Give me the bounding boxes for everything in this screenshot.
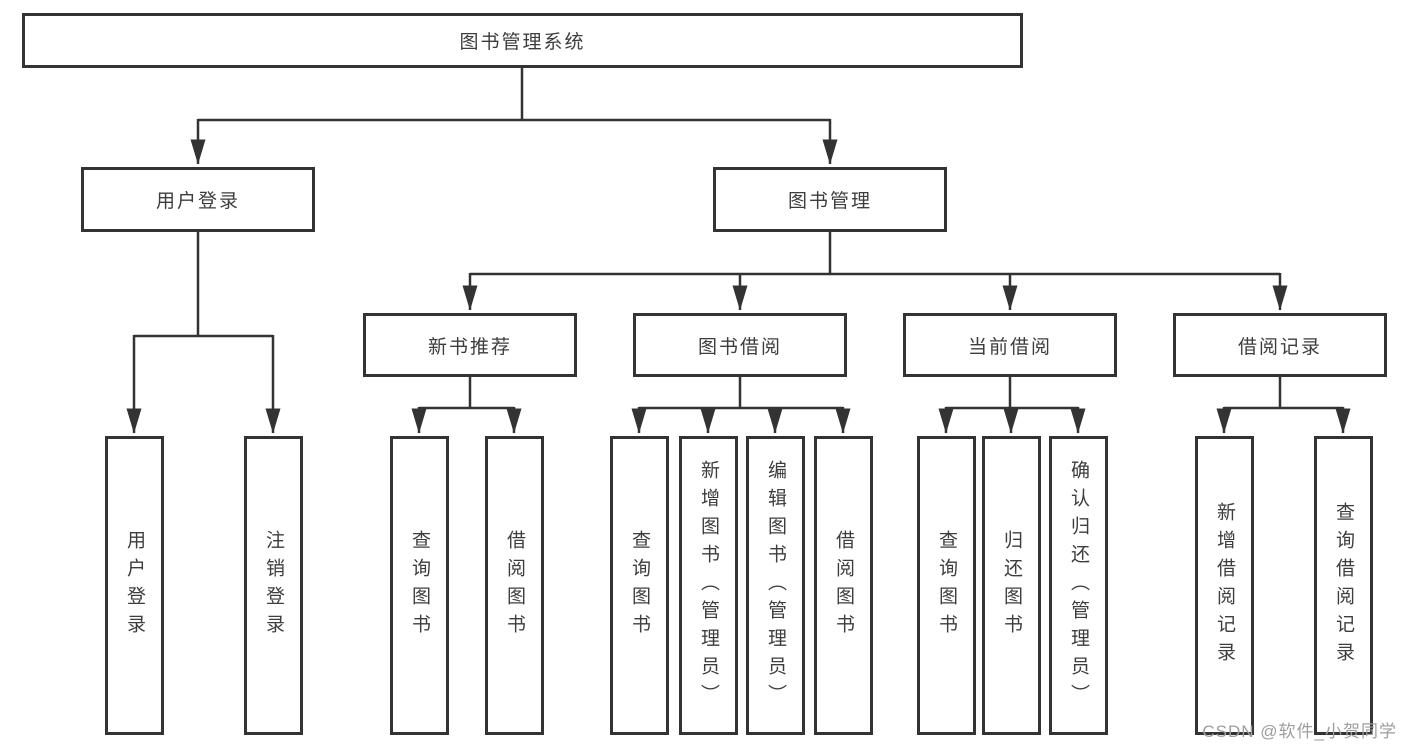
csdn-watermark: CSDN @软件_小贺同学 <box>1202 722 1397 741</box>
leaf-add-borrow-record: 新增借阅记录 <box>1195 436 1254 735</box>
leaf-return-books: 归还图书 <box>982 436 1041 735</box>
node-new-book-recommend: 新书推荐 <box>363 313 577 377</box>
node-book-management: 图书管理 <box>713 167 947 232</box>
leaf-add-books-admin: 新增图书（管理员） <box>679 436 738 735</box>
leaf-edit-books-admin: 编辑图书（管理员） <box>746 436 805 735</box>
leaf-borrow-books-recommend: 借阅图书 <box>485 436 544 735</box>
node-borrow-records: 借阅记录 <box>1173 313 1387 377</box>
leaf-query-books-current: 查询图书 <box>917 436 976 735</box>
node-user-login: 用户登录 <box>81 167 315 232</box>
node-root-library-system: 图书管理系统 <box>22 13 1023 68</box>
leaf-query-borrow-record: 查询借阅记录 <box>1314 436 1373 735</box>
leaf-logout: 注销登录 <box>244 436 303 735</box>
leaf-borrow-books: 借阅图书 <box>814 436 873 735</box>
node-book-borrow: 图书借阅 <box>633 313 847 377</box>
leaf-query-books-recommend: 查询图书 <box>390 436 449 735</box>
leaf-query-books-borrow: 查询图书 <box>610 436 669 735</box>
leaf-user-login: 用户登录 <box>105 436 164 735</box>
leaf-confirm-return-admin: 确认归还（管理员） <box>1049 436 1108 735</box>
node-current-borrow: 当前借阅 <box>903 313 1117 377</box>
